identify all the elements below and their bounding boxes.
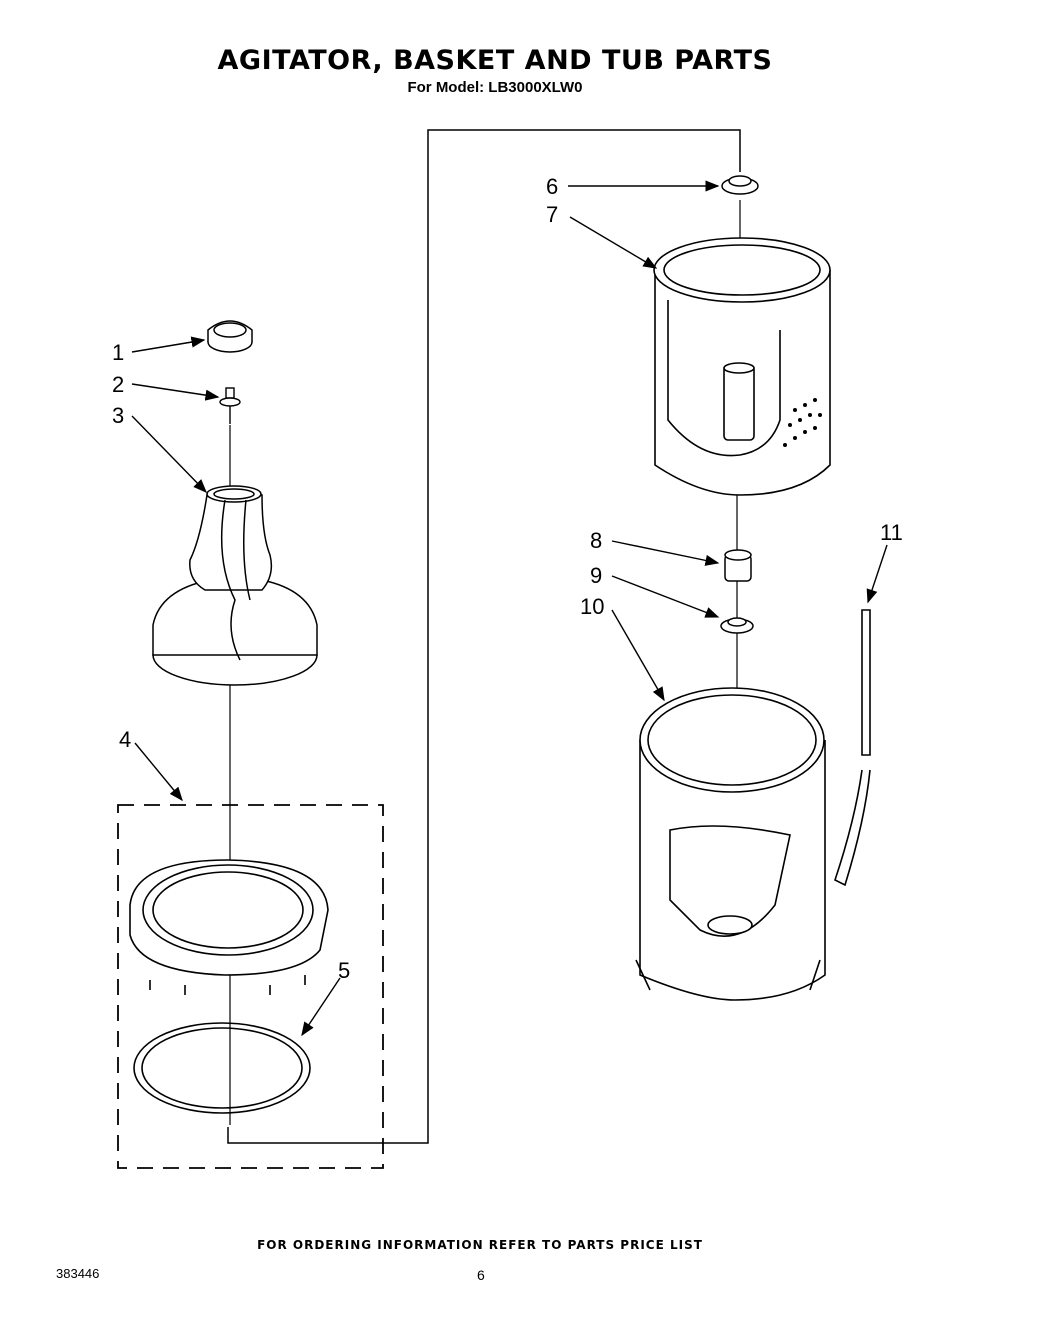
- agitator-part: [152, 485, 318, 686]
- document-number: 383446: [56, 1266, 100, 1281]
- basket-nut-part: [721, 175, 759, 195]
- callout-3: 3: [112, 403, 124, 428]
- leader-10: [611, 609, 665, 702]
- assembly-connector-line: [227, 129, 741, 1144]
- leader-2: [131, 383, 220, 401]
- leader-1: [131, 336, 206, 353]
- seal-ring-part: [133, 1022, 311, 1114]
- leader-7: [569, 216, 658, 269]
- page-title: AGITATOR, BASKET AND TUB PARTS: [217, 45, 773, 76]
- leader-3: [131, 415, 207, 494]
- drain-hose-part: [834, 609, 871, 887]
- agitator-ring-part: [129, 859, 329, 995]
- callout-4: 4: [119, 727, 131, 752]
- outer-tub-part: [635, 687, 826, 1001]
- callout-5: 5: [338, 958, 350, 983]
- callout-6: 6: [546, 174, 558, 199]
- agitator-bolt-part: [219, 387, 241, 424]
- ordering-note: FOR ORDERING INFORMATION REFER TO PARTS …: [257, 1238, 703, 1252]
- leader-9: [611, 575, 720, 618]
- callout-8: 8: [590, 528, 602, 553]
- basket-holes: [783, 398, 822, 447]
- callout-1: 1: [112, 340, 124, 365]
- drive-coupling-part: [724, 549, 752, 582]
- kit-group-box: [117, 804, 384, 1169]
- callout-9: 9: [590, 563, 602, 588]
- leader-5: [301, 977, 341, 1037]
- leader-11: [866, 544, 888, 604]
- page-number: 6: [477, 1267, 485, 1283]
- agitator-cap-part: [207, 320, 253, 353]
- leader-8: [611, 540, 720, 566]
- leader-4: [134, 742, 183, 802]
- callout-11: 11: [880, 520, 903, 545]
- callout-10: 10: [580, 594, 604, 619]
- wash-basket-part: [653, 237, 831, 496]
- callout-2: 2: [112, 372, 124, 397]
- washer-part: [720, 617, 754, 634]
- model-subtitle: For Model: LB3000XLW0: [407, 79, 583, 96]
- callout-7: 7: [546, 202, 558, 227]
